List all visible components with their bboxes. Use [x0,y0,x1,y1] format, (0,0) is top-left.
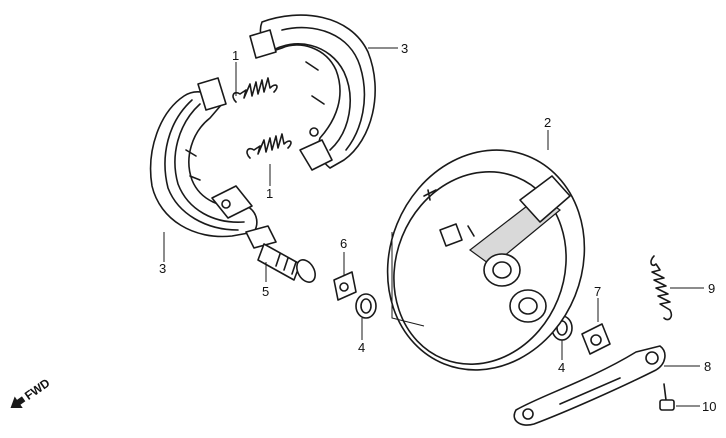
brake-shoe-lower [149,77,258,238]
leader-lines [163,47,704,407]
bolt [659,383,675,411]
callout-spring-upper: 1 [232,48,239,63]
callout-return-spring: 9 [708,281,715,296]
shoe-spring-lower [246,133,292,159]
callout-indicator-plate: 7 [594,284,601,299]
callout-seal-left: 4 [358,340,365,355]
callout-shoe-upper: 3 [401,41,408,56]
callout-bolt: 10 [702,399,716,414]
return-spring [650,255,673,321]
callout-wear-indicator: 6 [340,236,347,251]
brake-arm [513,345,666,426]
fwd-arrow: FWD [10,376,53,409]
arrow-icon [10,396,26,409]
dust-seal-left [355,293,377,319]
indicator-plate [581,323,611,355]
brake-shoe-upper [249,14,376,171]
callout-seal-right: 4 [558,360,565,375]
brake-cam [245,225,316,283]
shoe-spring-upper [232,77,278,103]
callout-shoe-lower: 3 [159,261,166,276]
fwd-label: FWD [22,376,53,403]
callout-cam: 5 [262,284,269,299]
brake-panel [386,149,586,371]
callout-brake-panel: 2 [544,115,551,130]
wear-indicator [333,271,357,301]
callout-spring-lower: 1 [266,186,273,201]
callout-brake-arm: 8 [704,359,711,374]
